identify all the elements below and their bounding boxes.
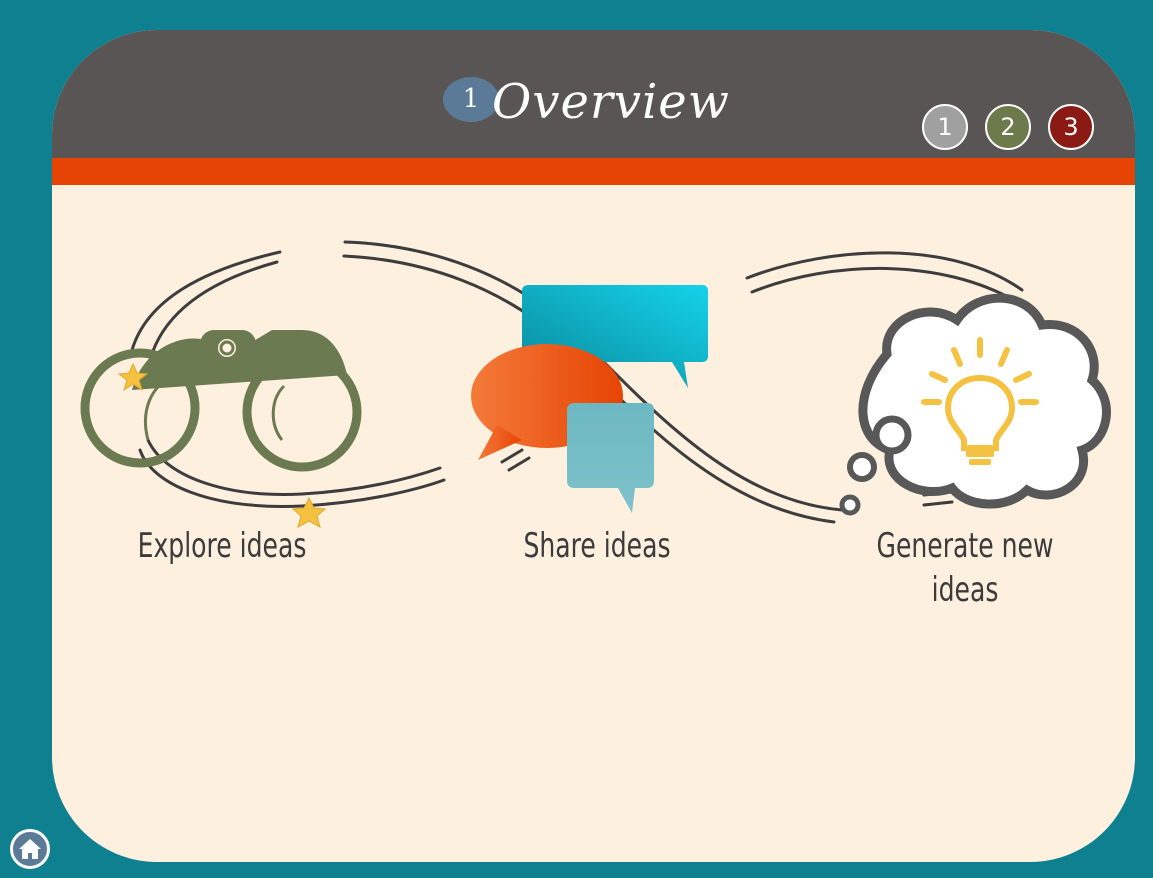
star-icon [117, 362, 327, 529]
caption-share-ideas: Share ideas [523, 526, 671, 566]
infinity-loop-lines [130, 240, 1024, 524]
title-number-badge: 1 [443, 77, 499, 122]
overview-illustration [80, 240, 1111, 529]
content-card: 1 Overview 1 2 3 [52, 30, 1135, 862]
caption-generate-new-ideas: Generate new ideas [850, 524, 1080, 612]
home-button[interactable] [10, 829, 50, 869]
home-icon [19, 839, 41, 859]
step-2-button[interactable]: 2 [985, 104, 1031, 150]
step-1-button[interactable]: 1 [922, 104, 968, 150]
caption-generate-line2: ideas [931, 570, 999, 610]
lightbulb-thought-icon [839, 293, 1111, 516]
binoculars-icon [80, 330, 362, 472]
step-3-button[interactable]: 3 [1048, 104, 1094, 150]
speech-bubbles-icon [471, 285, 708, 513]
caption-generate-line1: Generate new [876, 526, 1054, 566]
page-title: Overview [492, 74, 730, 130]
caption-explore-ideas: Explore ideas [137, 526, 307, 566]
accent-stripe [52, 158, 1135, 185]
